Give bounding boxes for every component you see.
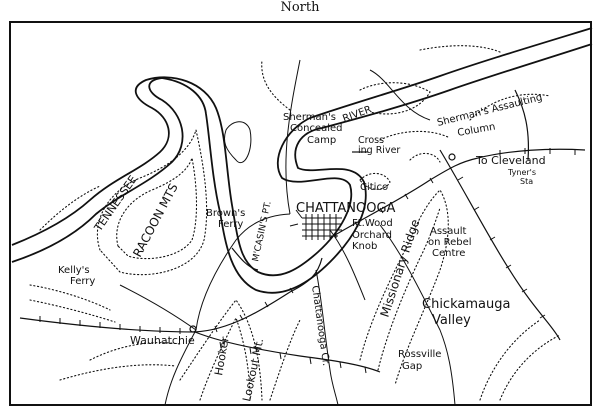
label-browns-ferry: Brown's [206, 208, 245, 219]
label-tyners-sta: Tyner's [507, 168, 536, 177]
label-to-cleveland: To Cleveland [475, 154, 546, 167]
label-lookout-mt: Lookout Mt. [240, 337, 266, 402]
label-mccasins-pt: M'CASIN'S PT. [251, 200, 274, 262]
label-orchard-knob: Orchard [352, 230, 392, 241]
railroad-ties [39, 148, 576, 374]
label-hooker: Hooker [212, 335, 232, 376]
tennessee-river [11, 27, 593, 294]
label-citico: Citico [360, 182, 388, 193]
markers [189, 151, 456, 333]
label-tyners-sta-2: Sta [520, 177, 533, 186]
hill-contours [29, 45, 561, 401]
railroads [19, 89, 586, 373]
label-assault-rebel-centre-2: on Rebel [428, 237, 472, 248]
label-kellys-ferry: Kelly's [58, 265, 90, 276]
map-caption-north: North [280, 0, 320, 15]
label-chattanooga-cr: Chattanooga Cr. [309, 285, 331, 367]
roads [119, 59, 456, 406]
label-rossville-gap-2: Gap [402, 361, 422, 372]
label-ft-wood: Ft.Wood [352, 218, 393, 229]
label-rossville-gap: Rossville [398, 349, 441, 360]
chattanooga-town-grid [289, 209, 342, 240]
label-crossing-river: Cross [358, 135, 384, 146]
label-shermans-assaulting-column-2: Column [457, 121, 497, 138]
creeks [223, 69, 431, 406]
label-chickamauga-valley: Chickamauga [422, 297, 510, 312]
label-browns-ferry-2: Ferry [218, 219, 243, 230]
label-shermans-concealed-camp: Sherman's [283, 112, 336, 123]
label-crossing-river-2: ing River [358, 145, 400, 156]
label-kellys-ferry-2: Ferry [70, 276, 95, 287]
label-chattanooga: CHATTANOOGA [296, 201, 396, 216]
label-orchard-knob-2: Knob [352, 241, 377, 252]
label-shermans-concealed-camp-3: Camp [307, 135, 336, 146]
label-assault-rebel-centre-3: Centre [432, 248, 465, 259]
label-wauhatchie: Wauhatchie [130, 334, 195, 347]
label-chickamauga-valley-2: Valley [432, 313, 471, 328]
label-river: RIVER [341, 104, 373, 125]
label-assault-rebel-centre: Assault [430, 226, 467, 237]
label-shermans-concealed-camp-2: Concealed [290, 123, 343, 134]
label-racoon-mts: RACOON MTS [130, 181, 180, 259]
map-frame [9, 21, 592, 406]
